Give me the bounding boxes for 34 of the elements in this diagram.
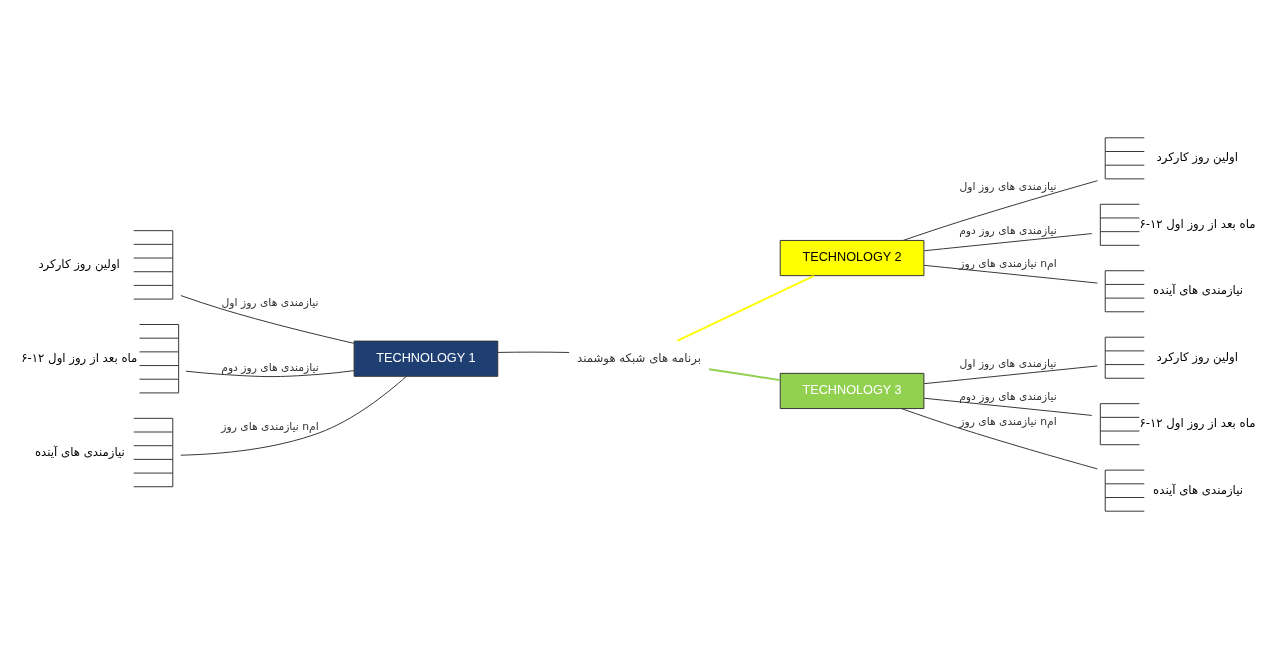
node-text: نیازمندی های آینده	[1153, 283, 1243, 298]
edge-label: نیازمندی های روز nام	[959, 414, 1057, 428]
node-box: TECHNOLOGY 3	[779, 372, 925, 410]
connector	[708, 368, 781, 382]
connector	[900, 408, 1098, 470]
connector	[185, 370, 355, 378]
edge-label: نیازمندی های روز دوم	[959, 224, 1057, 238]
connector	[676, 274, 815, 342]
edge-label: نیازمندی های روز nام	[959, 256, 1057, 270]
edge-label: نیازمندی های روز اول	[221, 295, 319, 309]
connector	[497, 351, 570, 353]
node-box: TECHNOLOGY 1	[353, 340, 499, 377]
node-text: اولین روز کارکرد	[38, 256, 120, 271]
connector	[923, 397, 1093, 416]
node-text: نیازمندی های آینده	[34, 444, 125, 459]
connector	[180, 375, 407, 456]
node-text: اولین روز کارکرد	[1156, 349, 1238, 364]
edge-label: نیازمندی های روز اول	[959, 357, 1057, 371]
node-text: ۶-۱۲ ماه بعد از روز اول	[1139, 416, 1256, 431]
node-box: TECHNOLOGY 2	[779, 239, 925, 277]
node-text: نیازمندی های آینده	[1153, 482, 1243, 497]
edge-label: نیازمندی های روز اول	[959, 180, 1057, 194]
connector	[923, 233, 1093, 252]
connector	[902, 180, 1098, 241]
node-text: ۶-۱۲ ماه بعد از روز اول	[1139, 216, 1256, 231]
node-text: ۶-۱۲ ماه بعد از روز اول	[21, 350, 138, 365]
edge-label: نیازمندی های روز دوم	[221, 361, 319, 375]
connector	[180, 295, 355, 344]
node-text: اولین روز کارکرد	[1156, 150, 1238, 165]
edge-label: نیازمندی های روز دوم	[959, 389, 1057, 403]
connector	[923, 264, 1098, 284]
connector	[923, 365, 1098, 385]
edge-label: نیازمندی های روز nام	[221, 419, 319, 433]
node-text: برنامه های شبکه هوشمند	[577, 350, 701, 365]
